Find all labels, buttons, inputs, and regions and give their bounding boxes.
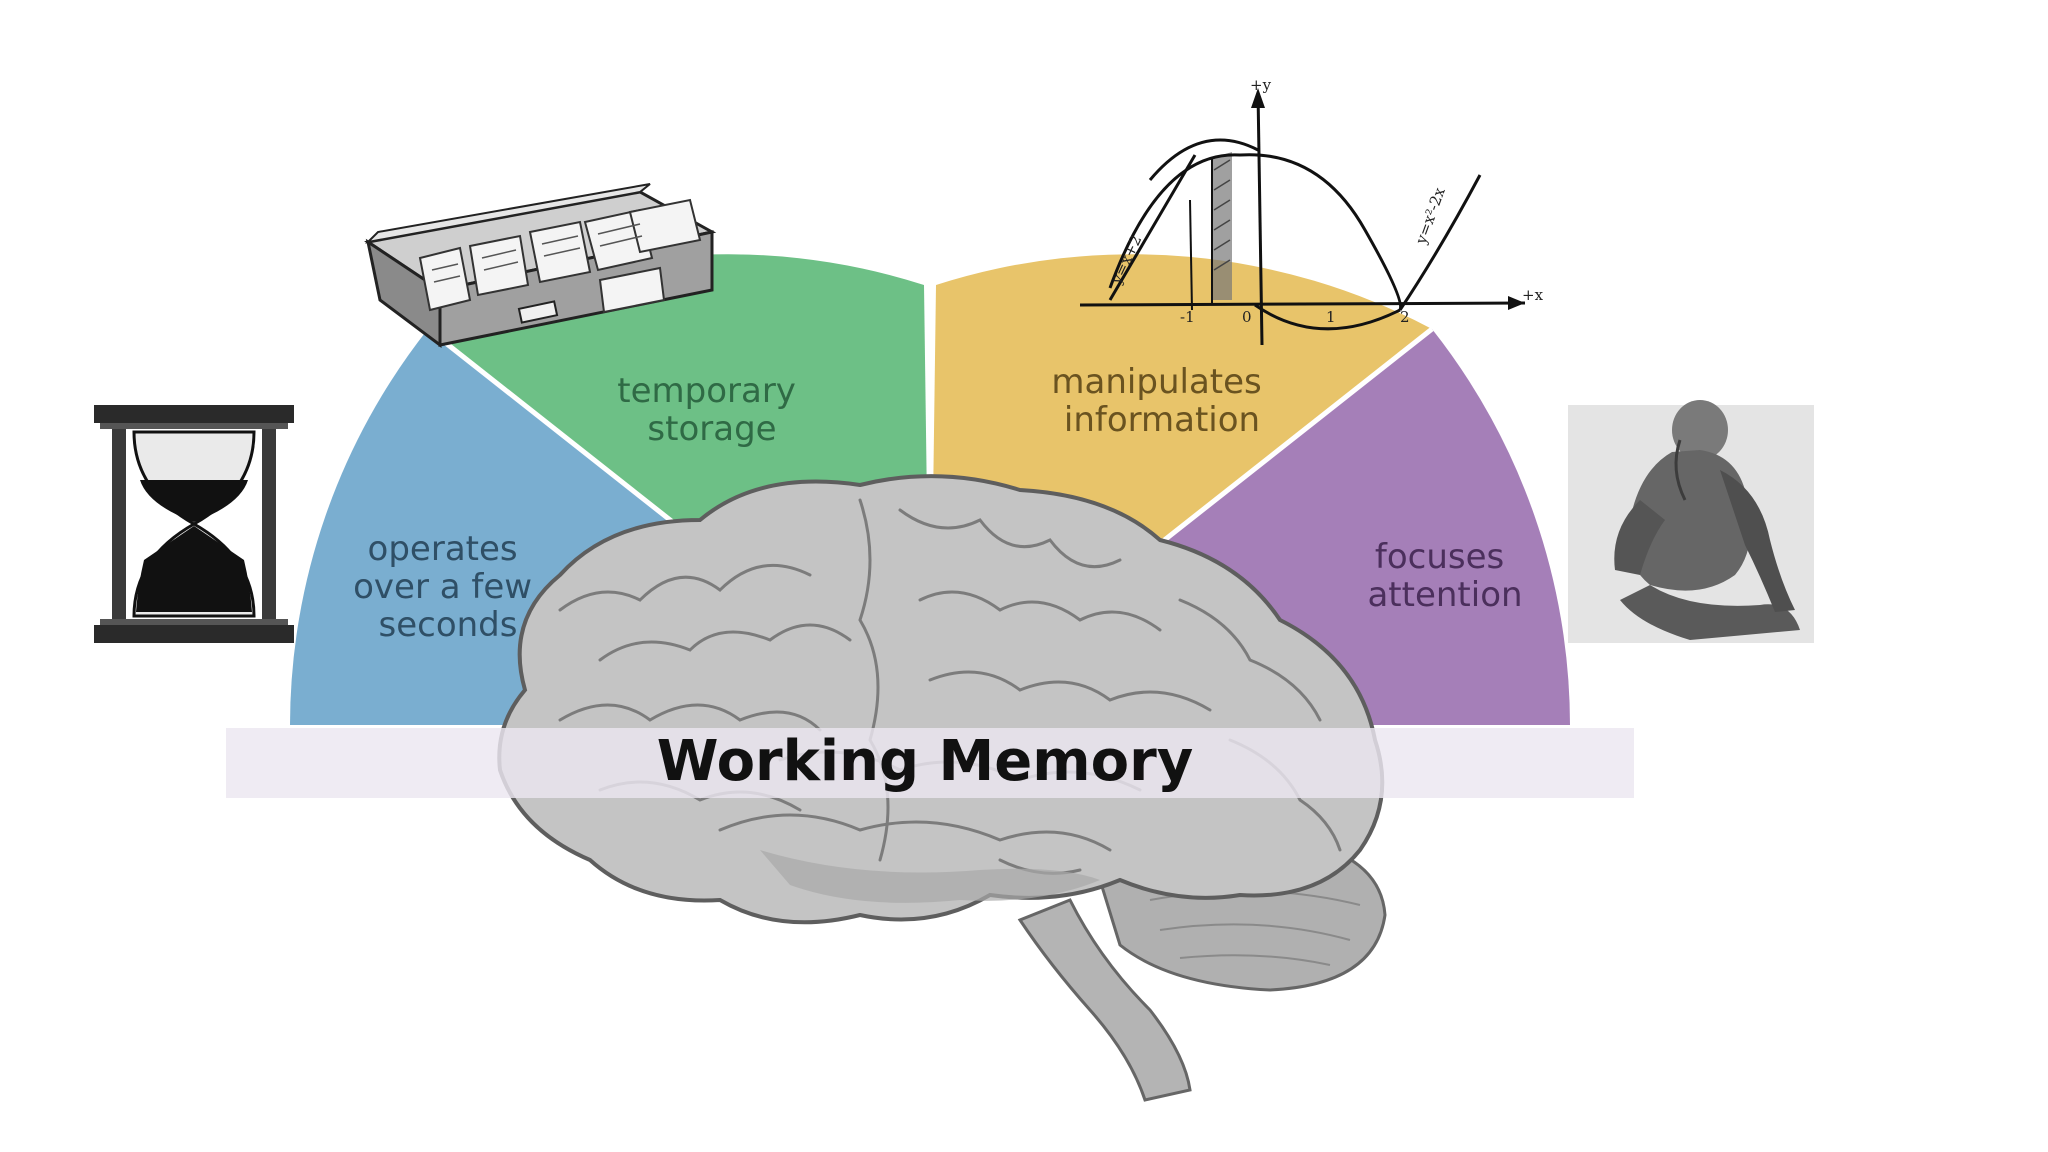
graph-y-axis-label: +y — [1250, 76, 1272, 94]
parabola-graph-icon: +y +x -1 0 1 2 y=x+2 y=x²-2x — [1080, 76, 1544, 345]
graph-tick-1: 1 — [1326, 308, 1336, 326]
graph-tick-0: 0 — [1242, 308, 1252, 326]
hourglass-icon — [94, 405, 294, 643]
thinker-statue-icon — [1568, 400, 1814, 643]
graph-x-axis-label: +x — [1522, 286, 1544, 304]
label-focuses-attention: focuses attention — [1367, 537, 1522, 615]
label-manipulates-information: manipulates information — [1051, 362, 1272, 440]
label-seconds: operates over a few seconds — [353, 529, 543, 645]
diagram-title: Working Memory — [657, 729, 1193, 794]
graph-tick-neg1: -1 — [1180, 308, 1195, 326]
graph-tick-2: 2 — [1400, 308, 1410, 326]
title-band: Working Memory — [226, 728, 1634, 798]
